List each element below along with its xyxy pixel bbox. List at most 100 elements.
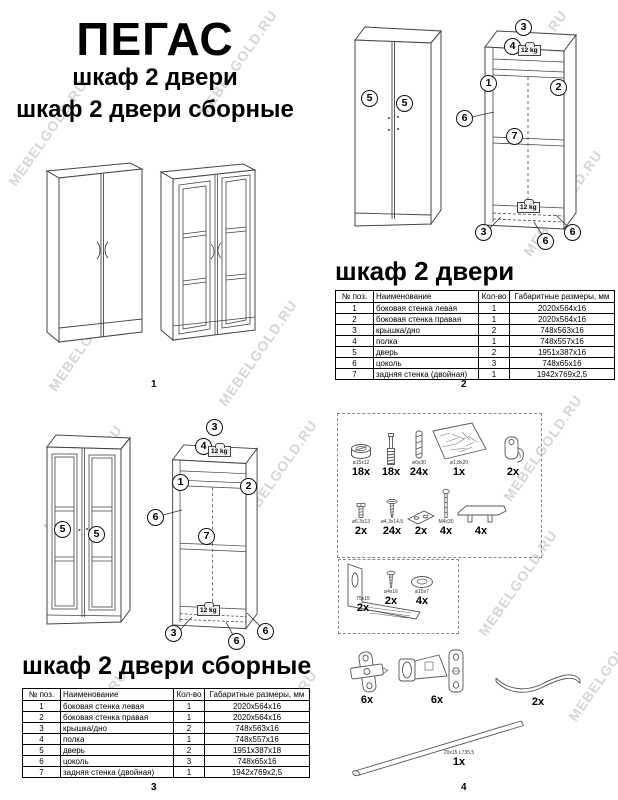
hinge-icon bbox=[398, 649, 464, 693]
cam-bolt-icon bbox=[387, 433, 395, 465]
hardware-item-hanger-bow: 2x bbox=[494, 652, 582, 708]
callout-side-right: 2 bbox=[550, 79, 567, 96]
hardware-item-plate: 2x bbox=[406, 494, 436, 537]
handle-icon bbox=[457, 505, 507, 523]
table-cell: 4 bbox=[22, 733, 61, 745]
table-cell: 3 bbox=[173, 755, 205, 767]
table-cell: 1 bbox=[173, 711, 205, 723]
hardware-size: ø6,3x13 bbox=[351, 519, 371, 525]
callout-shelf-mid: 6 bbox=[456, 110, 473, 127]
table-cell: 748x563x16 bbox=[509, 324, 615, 336]
wardrobe-closed-drawing bbox=[354, 26, 443, 227]
hardware-item-nail-bag: ø1,8x20 1x bbox=[431, 420, 487, 478]
table-cell: 1 bbox=[22, 700, 61, 712]
hanger-hook-icon bbox=[504, 436, 524, 463]
callout-plinth-mid: 6 bbox=[228, 633, 245, 650]
callout-top-panel: 3 bbox=[206, 419, 223, 436]
hanger-rod-icon bbox=[352, 720, 524, 777]
product-subtitle-2: шкаф 2 двери сборные bbox=[16, 96, 294, 123]
table-cell: 1 bbox=[478, 302, 510, 314]
hardware-qty: 18x bbox=[381, 466, 401, 478]
callout-plinth-right: 6 bbox=[257, 623, 274, 640]
table-cell: 1942x769x2,5 bbox=[204, 766, 310, 778]
callout-top-panel: 3 bbox=[515, 19, 532, 36]
table-cell: 1951x387x18 bbox=[204, 744, 310, 756]
l-bracket-icon bbox=[347, 563, 421, 620]
table-cell: 3 bbox=[335, 324, 374, 336]
table-cell: 5 bbox=[335, 346, 374, 358]
callout-door-left: 5 bbox=[361, 90, 378, 107]
table-cell: 7 bbox=[335, 368, 374, 380]
table-cell: 1 bbox=[478, 313, 510, 325]
callout-back-panel: 7 bbox=[198, 528, 215, 545]
table-cell: 4 bbox=[335, 335, 374, 347]
weight-limit-badge: 12 kg bbox=[197, 602, 220, 616]
hardware-qty: 2x bbox=[356, 602, 370, 614]
callout-side-right: 2 bbox=[240, 478, 257, 495]
hardware-item-hinge: 6x bbox=[395, 644, 479, 706]
panel-number-4: 4 bbox=[461, 782, 467, 793]
table-cell: 1 bbox=[478, 368, 510, 380]
product-subtitle-1: шкаф 2 двери bbox=[72, 64, 238, 91]
hardware-item-bracket: 75x15 2x bbox=[348, 594, 378, 614]
table-cell: задняя стенка (двойная) bbox=[373, 368, 479, 380]
bracket-screw-icon bbox=[386, 570, 396, 588]
wardrobe-framed-closed-drawing bbox=[46, 434, 132, 625]
hardware-size: ø1,8x20 bbox=[449, 460, 469, 466]
callout-bottom-panel: 3 bbox=[475, 224, 492, 241]
callout-door-left: 5 bbox=[54, 521, 71, 538]
hardware-item-cam-bolt: 18x bbox=[377, 425, 405, 478]
product-title: ПЕГАС bbox=[76, 13, 234, 65]
nails-bag-icon bbox=[431, 422, 487, 460]
callout-plinth-mid: 6 bbox=[537, 233, 554, 250]
hardware-qty: 4x bbox=[439, 525, 453, 537]
screw-icon bbox=[386, 498, 398, 518]
table-header-cell: Наименование bbox=[60, 688, 174, 701]
table-cell: 2 bbox=[478, 346, 510, 358]
cover-cap-icon bbox=[411, 576, 433, 588]
table-cell: 6 bbox=[22, 755, 61, 767]
table-cell: боковая стенка правая bbox=[373, 313, 479, 325]
wardrobe-framed-doors-drawing bbox=[159, 163, 257, 342]
wardrobe-flat-doors-drawing bbox=[45, 162, 144, 344]
callout-shelf-mid: 6 bbox=[147, 509, 164, 526]
dowel-icon bbox=[415, 430, 423, 459]
hardware-qty: 2x bbox=[506, 466, 520, 478]
hardware-size: ø4x16 bbox=[384, 589, 398, 595]
hardware-qty: 2x bbox=[354, 525, 368, 537]
table-cell: 3 bbox=[478, 357, 510, 369]
table-header-cell: Наименование bbox=[373, 290, 479, 303]
callout-plinth-right: 6 bbox=[564, 224, 581, 241]
table-cell: 6 bbox=[335, 357, 374, 369]
table-cell: 748x65x16 bbox=[509, 357, 615, 369]
callout-side-left: 1 bbox=[480, 75, 497, 92]
hardware-item-cam-lock: ø15x12 18x bbox=[345, 425, 377, 478]
table-header-cell: Габаритные размеры, мм bbox=[509, 290, 615, 303]
table-cell: 2 bbox=[173, 722, 205, 734]
table-cell: 748x557x16 bbox=[204, 733, 310, 745]
hardware-item-bracket-screw: ø4x16 2x bbox=[378, 564, 404, 607]
table-cell: 748x65x16 bbox=[204, 755, 310, 767]
hardware-qty: 4x bbox=[474, 525, 488, 537]
table-cell: 2 bbox=[173, 744, 205, 756]
table-cell: 2020x564x16 bbox=[509, 313, 615, 325]
section-title-2: шкаф 2 двери bbox=[335, 256, 515, 286]
table-cell: крышка/дно bbox=[60, 722, 174, 734]
hardware-qty: 1x bbox=[452, 466, 466, 478]
hardware-box-main bbox=[337, 413, 542, 558]
callout-bottom-panel: 3 bbox=[165, 625, 182, 642]
hardware-qty: 24x bbox=[382, 525, 402, 537]
table-header-cell: Габаритные размеры, мм bbox=[204, 688, 310, 701]
table-cell: крышка/дно bbox=[373, 324, 479, 336]
table-cell: полка bbox=[60, 733, 174, 745]
panel-number-1: 1 bbox=[151, 379, 157, 390]
callout-back-panel: 7 bbox=[506, 128, 523, 145]
